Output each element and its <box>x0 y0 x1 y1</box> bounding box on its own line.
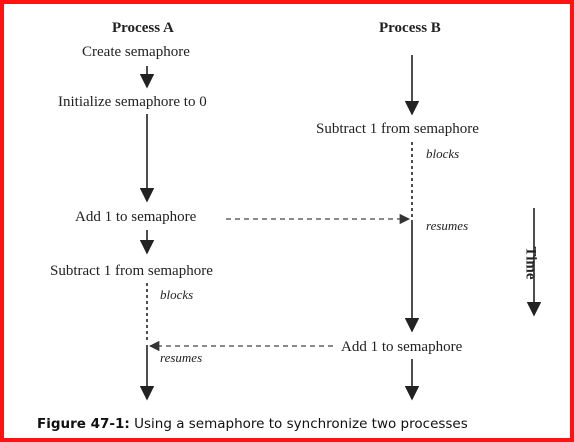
process-b-title: Process B <box>379 20 441 36</box>
a-resumes-note: resumes <box>160 350 203 365</box>
figure-number: Figure 47-1: <box>37 416 130 432</box>
a-init-label: Initialize semaphore to 0 <box>58 94 207 110</box>
b-resumes-note: resumes <box>426 218 469 233</box>
a-subtract-label: Subtract 1 from semaphore <box>50 263 213 279</box>
b-blocks-note: blocks <box>426 146 460 161</box>
b-add-label: Add 1 to semaphore <box>341 339 463 355</box>
caption-text: Using a semaphore to synchronize two pro… <box>134 416 468 432</box>
time-label: Time <box>522 246 539 280</box>
a-create-label: Create semaphore <box>82 44 190 60</box>
a-add-label: Add 1 to semaphore <box>75 209 197 225</box>
b-subtract-label: Subtract 1 from semaphore <box>316 121 479 137</box>
figure-caption: Figure 47-1: Using a semaphore to synchr… <box>37 416 468 432</box>
a-blocks-note: blocks <box>160 287 194 302</box>
process-a-title: Process A <box>112 20 174 36</box>
